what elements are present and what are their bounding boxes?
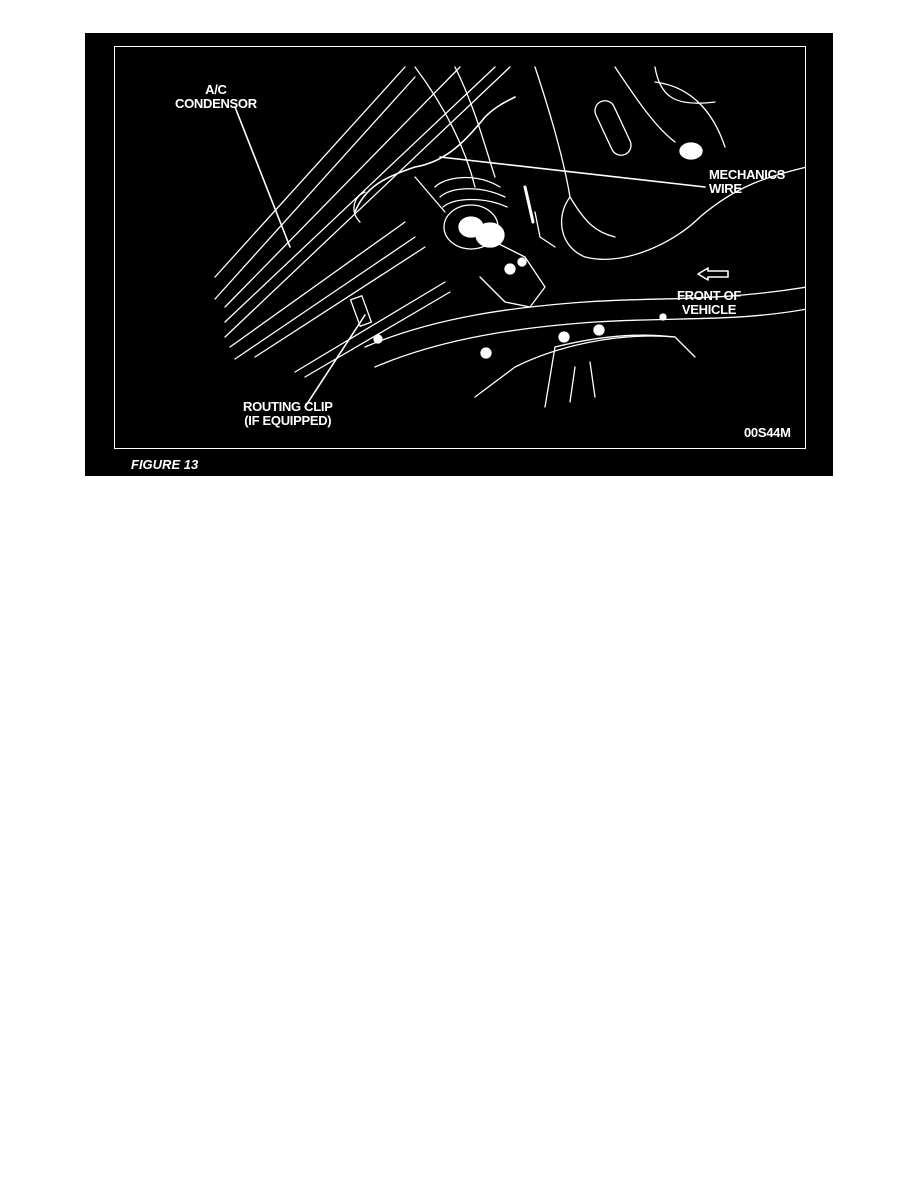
condensor-leader: [234, 106, 291, 248]
engine-bay-illustration: [214, 66, 805, 408]
label-mechanics-wire: MECHANICS WIRE: [709, 167, 786, 196]
label-routing-clip: ROUTING CLIP (IF EQUIPPED): [243, 399, 333, 428]
label-front-of-vehicle: FRONT OF VEHICLE: [677, 288, 742, 317]
figure-panel: A/C CONDENSOR MECHANICS WIRE FRONT OF VE…: [85, 33, 833, 476]
mechanics-wire-leader: [439, 156, 706, 188]
routing-clip-leader: [304, 314, 366, 408]
illustration-frame: A/C CONDENSOR MECHANICS WIRE FRONT OF VE…: [114, 46, 806, 449]
arrow-left-icon: [697, 267, 729, 281]
figure-code: 00S44M: [744, 425, 791, 440]
label-ac-condensor: A/C CONDENSOR: [175, 82, 257, 111]
figure-caption: FIGURE 13: [131, 457, 199, 472]
